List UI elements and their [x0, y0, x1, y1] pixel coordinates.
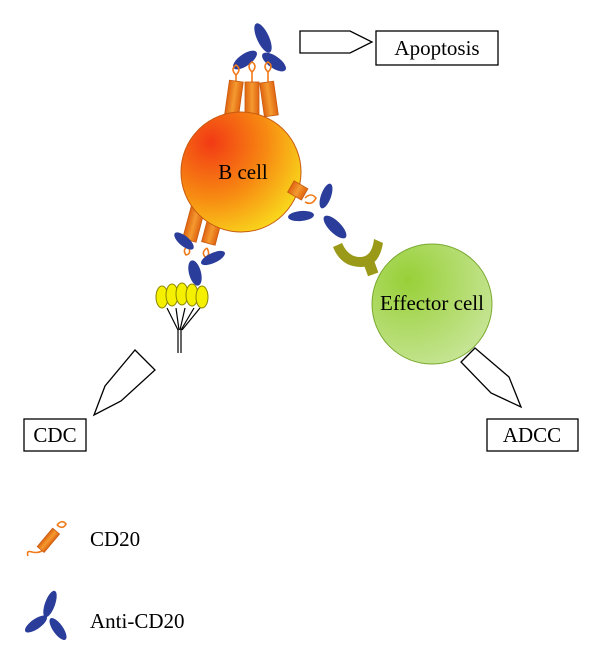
- cd20-top-group: [224, 61, 279, 118]
- complement-complex: [155, 282, 209, 353]
- cdc-label: CDC: [33, 423, 76, 447]
- adcc-label-box: ADCC: [486, 418, 579, 452]
- fc-receptor: [333, 239, 383, 277]
- b-cell: B cell: [180, 111, 302, 233]
- cdc-label-box: CDC: [23, 418, 87, 452]
- antibody-left: [174, 232, 225, 286]
- antibody-right: [288, 183, 347, 239]
- apoptosis-label: Apoptosis: [394, 36, 479, 60]
- apoptosis-label-box: Apoptosis: [375, 30, 499, 66]
- b-cell-label: B cell: [218, 160, 268, 184]
- legend-cd20-label: CD20: [90, 527, 140, 551]
- adcc-label: ADCC: [503, 423, 561, 447]
- apoptosis-arrow: [299, 30, 374, 54]
- cd20-right: [287, 180, 317, 205]
- adcc-arrow: [460, 347, 523, 409]
- effector-cell-label: Effector cell: [380, 291, 484, 315]
- legend-antibody-icon: [24, 590, 67, 641]
- legend: CD20 Anti-CD20: [24, 520, 185, 641]
- antibody-top: [233, 23, 286, 72]
- effector-cell: Effector cell: [371, 243, 493, 365]
- legend-cd20-icon: [26, 520, 67, 557]
- legend-anti-cd20-label: Anti-CD20: [90, 609, 185, 633]
- cdc-arrow: [92, 349, 156, 417]
